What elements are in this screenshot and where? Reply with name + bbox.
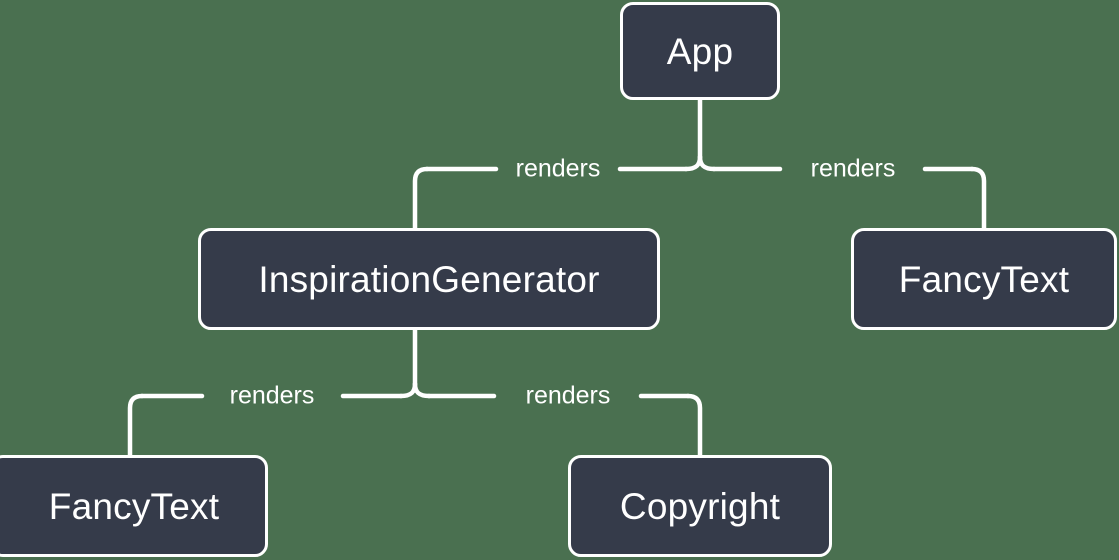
edge-app-inspiration-elbow	[412, 166, 430, 231]
node-fancytext-bottom-label: FancyText	[48, 485, 220, 527]
node-fancytext-bottom[interactable]: FancyText	[0, 455, 268, 557]
edge-label-inspiration-copyright: renders	[525, 381, 611, 410]
node-fancytext-right-label: FancyText	[898, 258, 1070, 300]
edge-ig-fancytext-elbow	[127, 393, 145, 458]
edge-label-inspiration-fancytext: renders	[229, 381, 315, 410]
node-copyright[interactable]: Copyright	[568, 455, 832, 557]
edge-app-junction-right	[697, 154, 717, 172]
node-app[interactable]: App	[620, 2, 780, 100]
edge-label-app-fancytext: renders	[810, 154, 896, 183]
edge-inspiration-junction-right	[412, 381, 432, 399]
node-app-label: App	[666, 30, 734, 72]
edge-app-fancytext-elbow	[969, 166, 987, 231]
edge-label-app-inspiration: renders	[515, 154, 601, 183]
node-copyright-label: Copyright	[619, 485, 781, 527]
edge-ig-copyright-elbow	[685, 393, 703, 458]
node-inspiration-generator[interactable]: InspirationGenerator	[198, 228, 660, 330]
node-fancytext-right[interactable]: FancyText	[851, 228, 1117, 330]
node-inspiration-generator-label: InspirationGenerator	[258, 258, 600, 300]
